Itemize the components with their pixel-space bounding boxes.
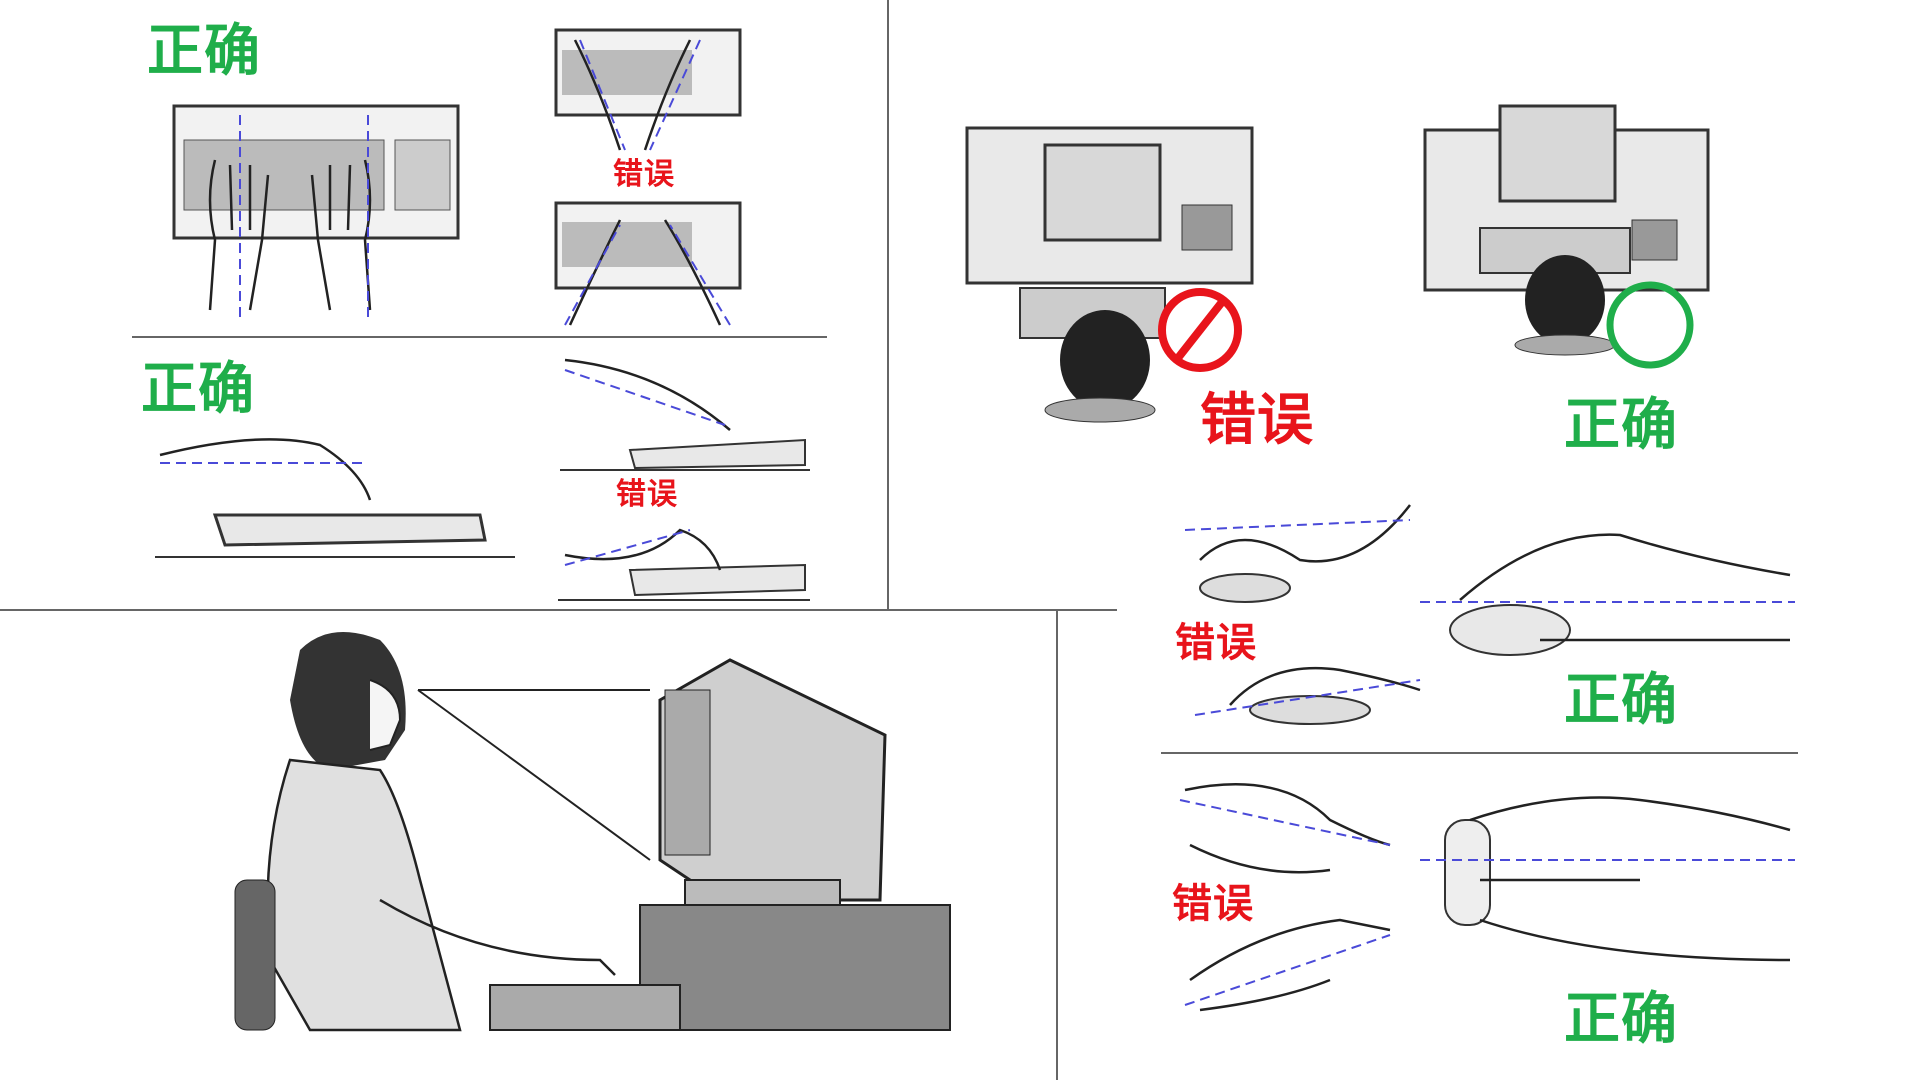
label-wrong-mouse-side: 错误 (1175, 620, 1257, 666)
label-correct-typing-side: 正确 (141, 357, 255, 422)
desk-wrong-illustration (965, 126, 1254, 423)
label-correct-desk: 正确 (1564, 393, 1678, 458)
check-circle-icon (1606, 281, 1694, 369)
label-wrong-typing-side: 错误 (616, 477, 678, 512)
label-correct-mouse-top: 正确 (1564, 987, 1678, 1052)
label-correct-typing-top: 正确 (147, 19, 261, 84)
keyboard-wrong-illustrations (554, 28, 742, 326)
prohibited-icon (1158, 288, 1242, 372)
seated-posture-illustration (234, 632, 951, 1032)
label-wrong-typing-top: 错误 (613, 157, 675, 192)
label-wrong-mouse-top: 错误 (1172, 881, 1254, 927)
label-wrong-desk: 错误 (1200, 388, 1314, 453)
label-correct-mouse-side: 正确 (1564, 668, 1678, 733)
mouse-side-view-illustrations (1184, 504, 1795, 725)
keyboard-correct-illustration (172, 104, 460, 320)
desk-correct-illustration (1423, 104, 1710, 369)
typing-side-view-illustrations (155, 358, 810, 601)
mouse-top-view-illustrations (1179, 783, 1795, 1012)
